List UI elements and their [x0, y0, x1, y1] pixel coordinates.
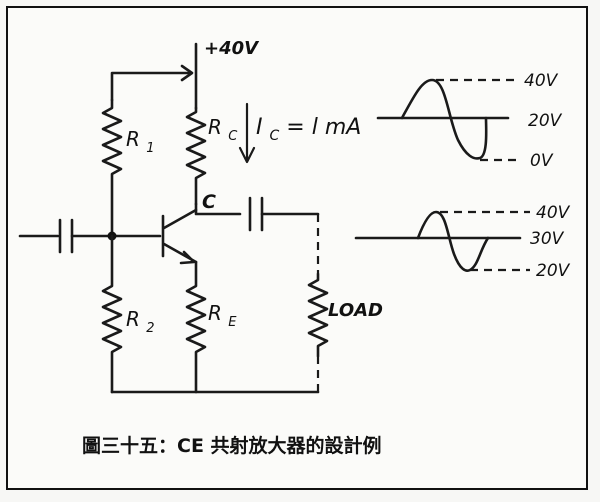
- transistor-collector-lead: [162, 208, 198, 230]
- r2-resistor: [101, 234, 123, 394]
- collector-node-label: C: [202, 191, 216, 213]
- input-level-mid: 20V: [528, 111, 563, 131]
- input-level-top: 40V: [524, 71, 559, 91]
- ic-label-sub: C: [270, 128, 280, 144]
- input-level-bottom: 0V: [530, 151, 554, 171]
- r1-resistor: [101, 98, 123, 234]
- top-rail-wire: [110, 71, 192, 102]
- output-capacitor: [248, 196, 264, 232]
- r2-label-sub: 2: [146, 321, 154, 336]
- r1-label-main: R: [126, 127, 140, 151]
- output-waveform-curve: [416, 210, 490, 272]
- r1-label-sub: 1: [146, 141, 154, 156]
- collector-wire: [194, 202, 242, 216]
- transistor-emitter-arrow: [179, 250, 196, 265]
- rc-label-main: R: [208, 115, 222, 139]
- supply-arrow: [180, 64, 194, 82]
- figure-frame: [6, 6, 588, 490]
- rc-label-sub: C: [228, 129, 238, 144]
- re-label: R E: [208, 301, 237, 330]
- output-level-mid: 30V: [530, 229, 565, 249]
- input-capacitor: [58, 218, 74, 254]
- load-label: LOAD: [328, 300, 383, 321]
- output-level-bottom: 20V: [536, 261, 571, 281]
- rc-label: R C: [208, 115, 238, 144]
- figure-caption: 圖三十五：CE 共射放大器的設計例: [82, 434, 382, 457]
- re-resistor: [185, 260, 207, 394]
- ic-current-arrow: [238, 102, 256, 164]
- re-label-main: R: [208, 301, 222, 325]
- output-level-top: 40V: [536, 203, 571, 223]
- supply-label: +40V: [204, 38, 260, 59]
- re-label-sub: E: [228, 315, 237, 330]
- ic-label: I C = l mA: [256, 115, 361, 146]
- rc-resistor: [185, 106, 207, 206]
- ic-label-main: I: [256, 115, 263, 140]
- r2-label: R 2: [126, 307, 155, 336]
- r1-label: R 1: [126, 127, 155, 156]
- load-resistor: [307, 272, 329, 358]
- input-waveform-curve: [400, 78, 488, 160]
- r2-label-main: R: [126, 307, 140, 331]
- ic-label-value: = l mA: [286, 115, 361, 140]
